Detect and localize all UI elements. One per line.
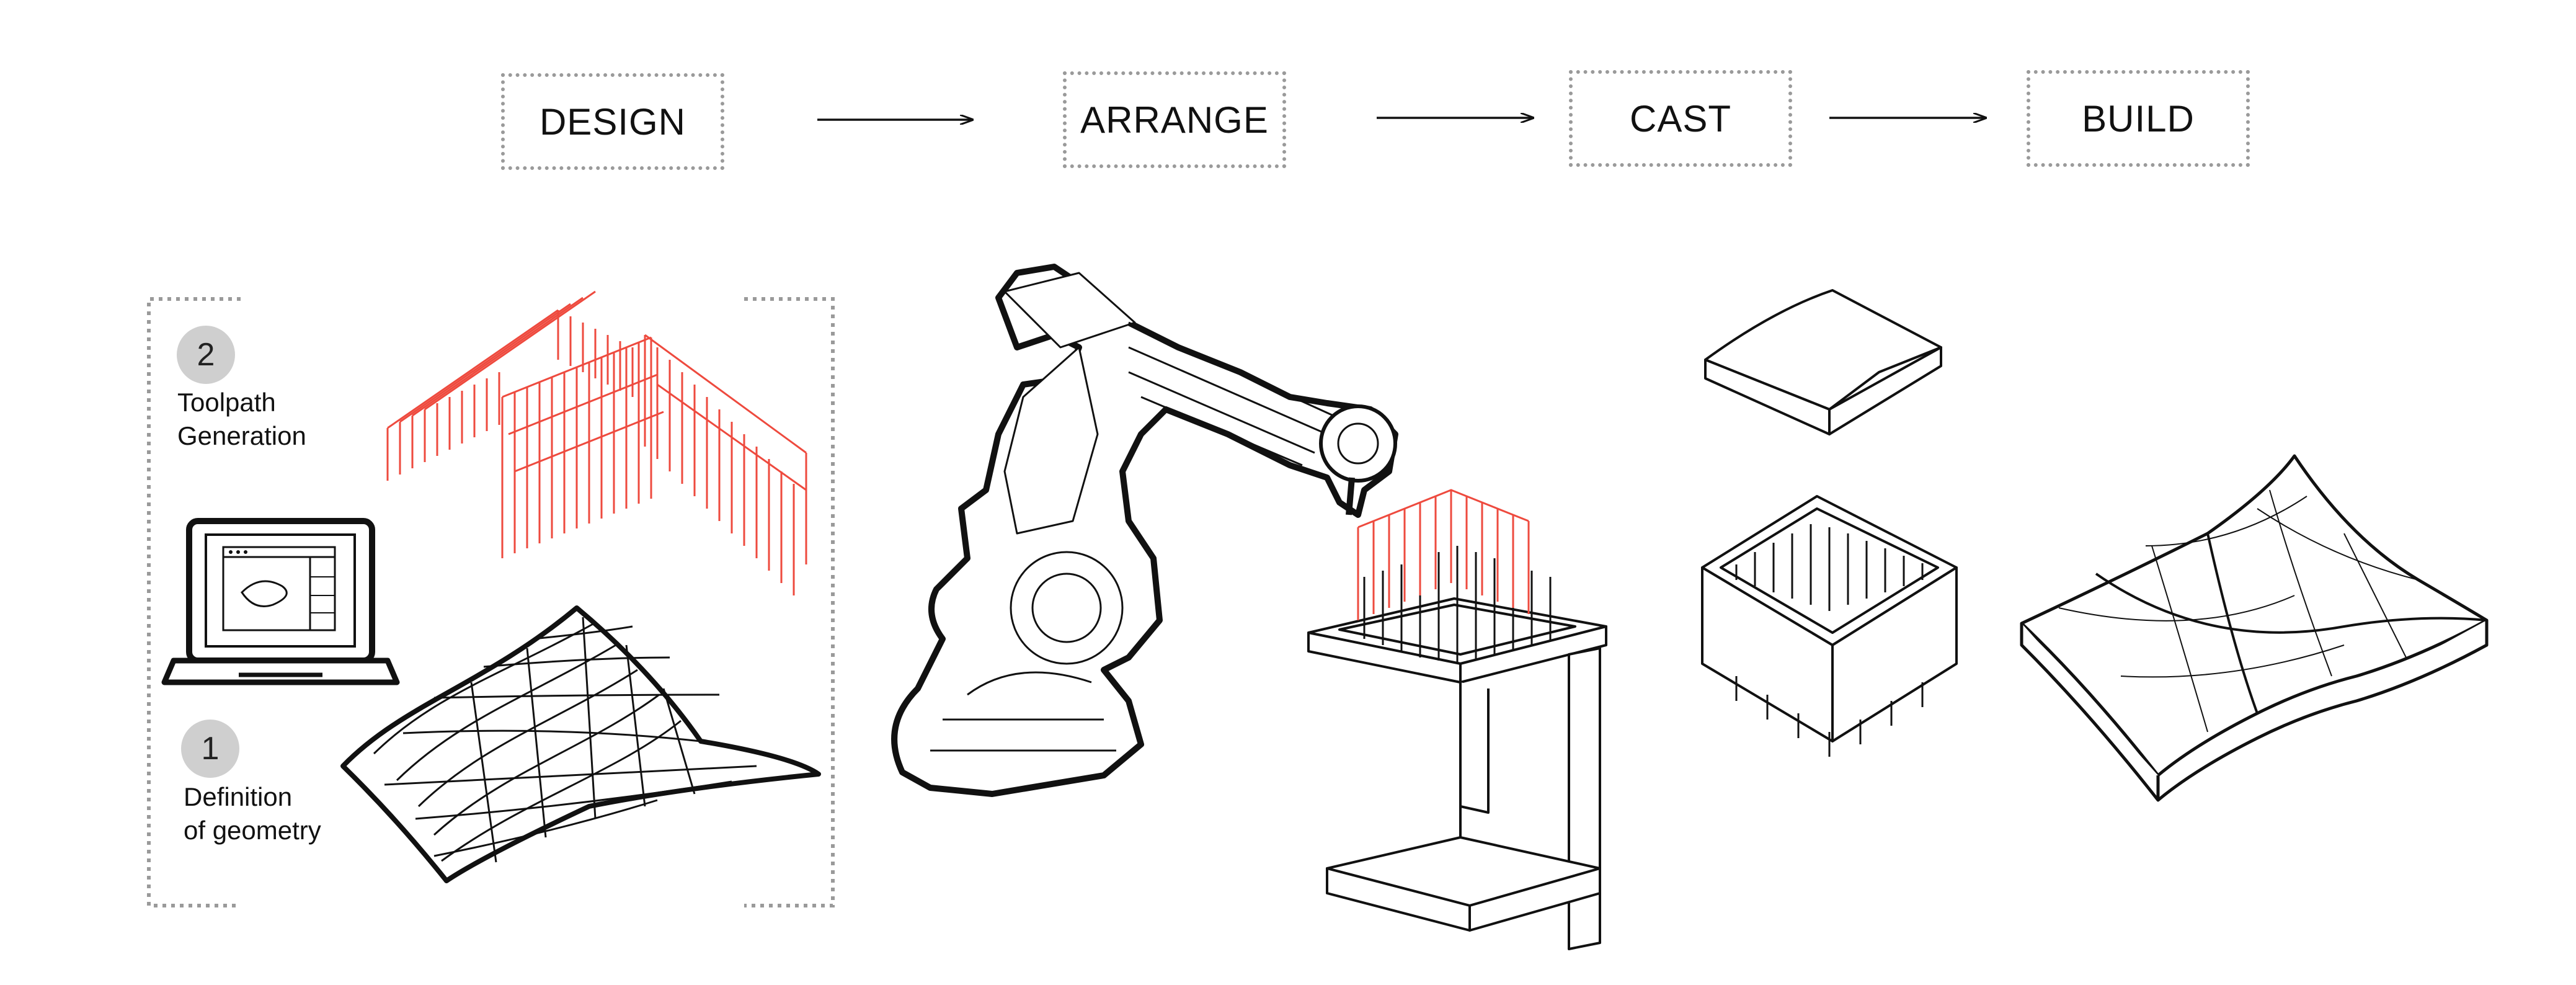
stage-build-label: BUILD	[2082, 97, 2195, 140]
geometry-surface	[340, 605, 821, 883]
stage-design-box: DESIGN	[501, 73, 724, 170]
stage-arrange-box: ARRANGE	[1063, 71, 1286, 168]
step-2-label: Toolpath Generation	[177, 388, 306, 450]
cast-cap	[1704, 289, 1942, 435]
step-1-circle: 1	[181, 720, 239, 778]
step-1-number: 1	[201, 731, 220, 767]
pin-bed-toolpath	[1357, 489, 1530, 620]
stage-design-label: DESIGN	[539, 100, 686, 143]
stage-cast-label: CAST	[1629, 97, 1732, 140]
step-2-circle: 2	[177, 326, 235, 384]
stage-arrange-label: ARRANGE	[1080, 99, 1269, 141]
robot-arm	[891, 264, 1398, 797]
built-panel	[2020, 454, 2489, 802]
design-group-frame	[147, 297, 835, 907]
cast-mould-pins	[1735, 524, 1924, 757]
laptop-icon	[161, 518, 400, 685]
toolpath-lines	[386, 290, 807, 595]
step-2-number: 2	[197, 337, 215, 373]
step-1-label: Definition of geometry	[184, 782, 321, 845]
stage-cast-box: CAST	[1569, 70, 1792, 167]
stage-build-box: BUILD	[2027, 70, 2250, 167]
